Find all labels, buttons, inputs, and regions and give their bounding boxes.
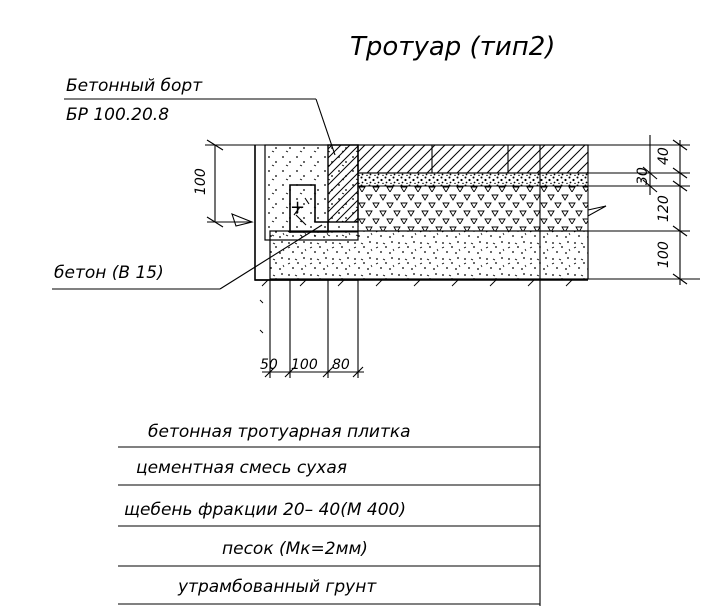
concrete-callout: бетон (В 15) [52,224,323,290]
tile-layer [357,144,589,174]
concrete-label: бетон (В 15) [54,263,164,283]
curb-name-label: Бетонный борт [66,76,203,96]
dim-50: 50 [260,357,278,373]
drawing-title: Тротуар (тип2) [350,32,555,62]
dim-100-right: 100 [656,241,672,268]
layer-legend: бетонная тротуарная плитка цементная сме… [118,422,540,605]
dim-100-bottom: 100 [291,357,318,373]
left-dimension: 100 [193,139,330,228]
bottom-dimensions: 50 100 80 [259,280,364,378]
cement-layer [357,172,589,187]
dim-120: 120 [656,195,672,222]
legend-item-3: щебень фракции 20– 40(М 400) [124,500,406,520]
curb-code-label: БР 100.20.8 [66,105,169,125]
dim-30: 30 [635,167,651,185]
curb-stone [327,144,359,223]
curb-callout: Бетонный борт БР 100.20.8 [64,76,336,156]
legend-item-1: бетонная тротуарная плитка [148,422,411,442]
ground-hatching [255,279,588,287]
dim-curb-height: 100 [193,168,209,195]
gravel-layer [357,185,589,232]
right-dimensions: 30 40 120 100 [587,135,700,285]
dim-40: 40 [656,147,672,165]
cross-mark: + [290,197,305,218]
curb-assembly: + [254,144,359,281]
legend-item-2: цементная смесь сухая [136,458,347,478]
dim-80: 80 [332,357,350,373]
legend-item-4: песок (Мк=2мм) [222,539,368,559]
legend-item-5: утрамбованный грунт [177,577,377,597]
